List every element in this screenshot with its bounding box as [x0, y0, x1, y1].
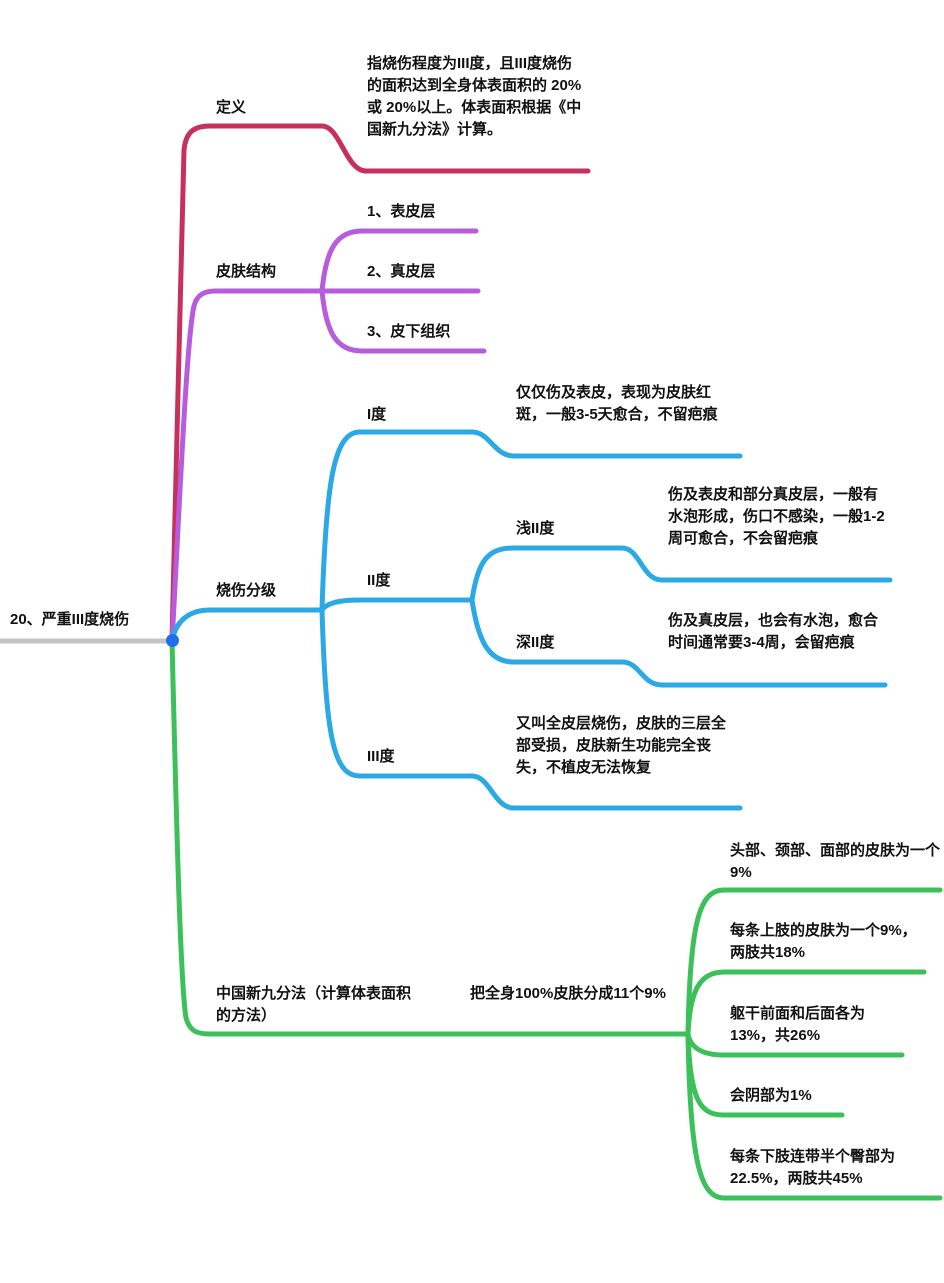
rule9-item-perineum[interactable]: 会阴部为1% — [730, 1087, 812, 1104]
edge-skin — [169, 288, 325, 644]
definition-text[interactable]: 指烧伤程度为III度，且III度烧伤的面积达到全身体表面积的 20%或 20%以… — [367, 55, 582, 138]
edge-skin-1 — [319, 228, 479, 294]
edge-grade-deep — [469, 597, 888, 688]
edge-definition — [169, 123, 591, 644]
edge-grade-ii — [319, 597, 475, 613]
grade-iii-text[interactable]: 又叫全皮层烧伤，皮肤的三层全部受损，皮肤新生功能完全丧失，不植皮无法恢复 — [516, 715, 727, 776]
edge-rule9-5 — [685, 1031, 943, 1201]
grade-ii-label[interactable]: II度 — [367, 572, 391, 589]
skin-item-subcutis[interactable]: 3、皮下组织 — [367, 323, 451, 340]
rule9-item-head[interactable]: 头部、颈部、面部的皮肤为一个9% — [730, 842, 941, 881]
rule9-item-trunk[interactable]: 躯干前面和后面各为13%，共26% — [730, 1005, 866, 1044]
skin-item-dermis[interactable]: 2、真皮层 — [367, 263, 436, 280]
topic-burn-grade[interactable]: 烧伤分级 — [216, 582, 277, 599]
edge-skin-3 — [319, 288, 487, 354]
edge-grade-shallow — [469, 545, 893, 603]
edge-rule9 — [169, 638, 691, 1037]
grade-ii-shallow-label[interactable]: 浅II度 — [516, 520, 555, 537]
edge-grade — [169, 607, 325, 644]
topic-rule-of-nines[interactable]: 中国新九分法（计算体表面积的方法） — [216, 985, 412, 1024]
root-node-dot[interactable] — [166, 634, 179, 647]
root-topic[interactable]: 20、严重III度烧伤 — [10, 611, 130, 628]
edge-rule9-2 — [685, 969, 927, 1037]
grade-ii-deep-label[interactable]: 深II度 — [516, 634, 555, 651]
rule9-summary[interactable]: 把全身100%皮肤分成11个9% — [470, 985, 666, 1002]
edge-grade-iii — [319, 607, 743, 811]
edge-rule9-1 — [685, 887, 943, 1037]
grade-i-text[interactable]: 仅仅伤及表皮，表现为皮肤红斑，一般3-5天愈合，不留疤痕 — [516, 384, 718, 423]
grade-i-label[interactable]: I度 — [367, 406, 387, 423]
grade-iii-label[interactable]: III度 — [367, 748, 395, 765]
rule9-item-lower-limb[interactable]: 每条下肢连带半个臀部为22.5%，两肢共45% — [730, 1148, 896, 1187]
topic-definition[interactable]: 定义 — [216, 99, 247, 116]
topic-skin-structure[interactable]: 皮肤结构 — [216, 263, 277, 280]
skin-item-epidermis[interactable]: 1、表皮层 — [367, 203, 436, 220]
rule9-item-upper-limb[interactable]: 每条上肢的皮肤为一个9%，两肢共18% — [730, 922, 917, 961]
grade-ii-deep-text[interactable]: 伤及真皮层，也会有水泡，愈合时间通常要3-4周，会留疤痕 — [668, 612, 879, 651]
grade-ii-shallow-text[interactable]: 伤及表皮和部分真皮层，一般有水泡形成，伤口不感染，一般1-2周可愈合，不会留疤痕 — [668, 486, 885, 547]
edge-grade-i — [319, 429, 743, 613]
